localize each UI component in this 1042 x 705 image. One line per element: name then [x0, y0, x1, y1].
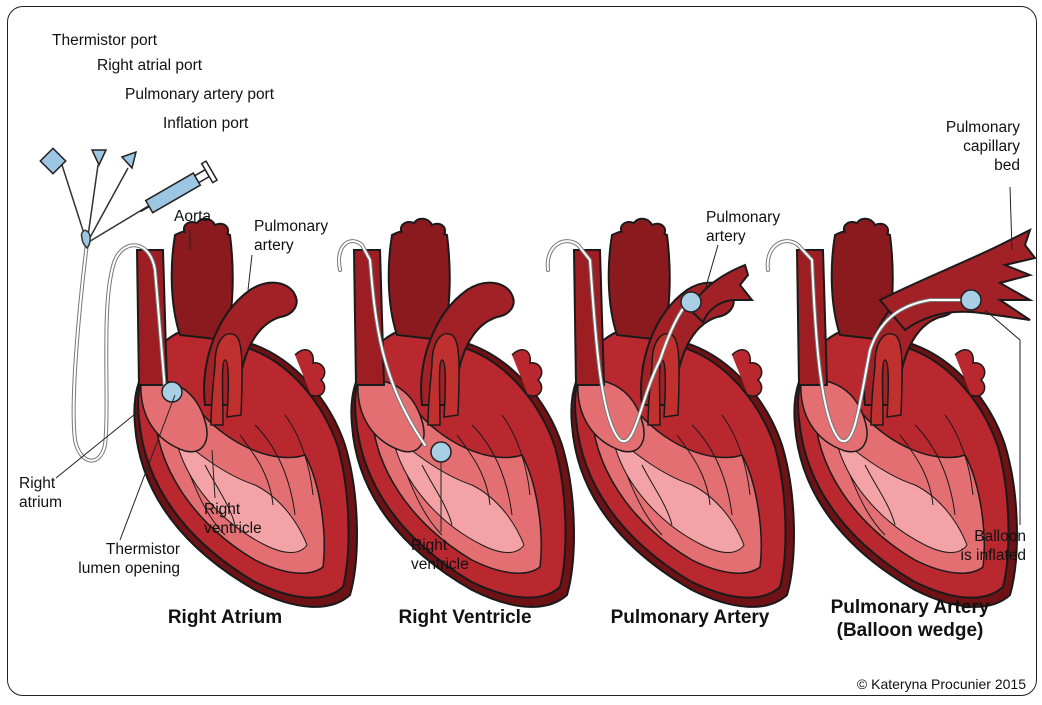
label-right-ventricle-2: Right ventricle: [411, 536, 469, 574]
label-inflation-port: Inflation port: [163, 114, 248, 133]
label-thermistor-lumen-line1: Thermistor: [60, 540, 180, 559]
label-pulmonary-artery-3-line2: artery: [706, 227, 780, 246]
label-capillary-bed-line3: bed: [900, 156, 1020, 175]
label-right-atrial-port: Right atrial port: [97, 56, 202, 75]
label-right-ventricle-2-line2: ventricle: [411, 555, 469, 574]
thermistor-port-icon: [40, 148, 65, 173]
stage-title-right-ventricle: Right Ventricle: [380, 606, 550, 629]
stage-title-balloon-wedge-line1: Pulmonary Artery: [820, 596, 1000, 619]
stage-title-pulmonary-artery: Pulmonary Artery: [600, 606, 780, 629]
label-right-ventricle-2-line1: Right: [411, 536, 469, 555]
label-thermistor-lumen-line2: lumen opening: [60, 559, 180, 578]
balloon-4: [961, 290, 981, 310]
label-aorta: Aorta: [174, 207, 211, 226]
stage-title-balloon-wedge: Pulmonary Artery (Balloon wedge): [820, 596, 1000, 642]
label-capillary-bed-line2: capillary: [900, 137, 1020, 156]
label-capillary-bed-line1: Pulmonary: [900, 118, 1020, 137]
label-pulmonary-artery-1-line1: Pulmonary: [254, 217, 328, 236]
label-thermistor-lumen: Thermistor lumen opening: [60, 540, 180, 578]
label-pulmonary-artery-1-line2: artery: [254, 236, 328, 255]
label-balloon-line1: Balloon: [900, 527, 1026, 546]
label-right-ventricle-1: Right ventricle: [204, 500, 262, 538]
label-balloon-line2: is inflated: [900, 546, 1026, 565]
label-capillary-bed: Pulmonary capillary bed: [900, 118, 1020, 175]
stage-title-right-atrium: Right Atrium: [150, 606, 300, 629]
balloon-2: [431, 442, 451, 462]
balloon-3: [681, 292, 701, 312]
label-thermistor-port: Thermistor port: [52, 31, 157, 50]
label-pulmonary-artery-3-line1: Pulmonary: [706, 208, 780, 227]
stage-title-balloon-wedge-line2: (Balloon wedge): [820, 619, 1000, 642]
label-pulmonary-artery-3: Pulmonary artery: [706, 208, 780, 246]
label-right-ventricle-1-line1: Right: [204, 500, 262, 519]
balloon-1: [162, 382, 182, 402]
heart-pulmonary-artery: [571, 219, 794, 607]
copyright-credit: © Kateryna Procunier 2015: [857, 676, 1026, 692]
label-right-atrium-line2: atrium: [19, 493, 62, 512]
pulmonary-artery-port-icon: [122, 152, 136, 168]
label-right-atrium-line1: Right: [19, 474, 62, 493]
label-pulmonary-artery-1: Pulmonary artery: [254, 217, 328, 255]
label-right-ventricle-1-line2: ventricle: [204, 519, 262, 538]
right-atrial-port-icon: [92, 150, 106, 165]
catheter-hub: [62, 165, 150, 248]
label-right-atrium: Right atrium: [19, 474, 62, 512]
label-balloon-inflated: Balloon is inflated: [900, 527, 1026, 565]
label-pulmonary-artery-port: Pulmonary artery port: [125, 85, 274, 104]
